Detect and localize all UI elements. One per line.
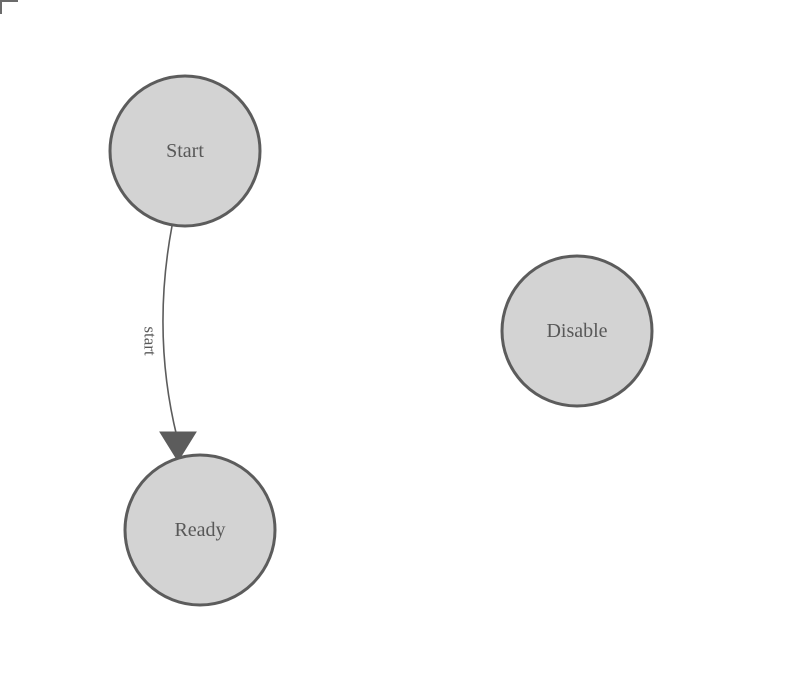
node-ready-circle[interactable] — [123, 453, 277, 607]
edge-start-to-ready[interactable]: start — [141, 225, 197, 462]
node-start[interactable]: Start — [108, 74, 262, 228]
node-ready-label: Ready — [174, 519, 225, 541]
edge-label-group: start — [141, 326, 160, 356]
edge-label-start: start — [141, 326, 160, 356]
edge-arrowhead-icon — [159, 431, 197, 462]
node-disable-label: Disable — [546, 320, 607, 342]
node-start-circle[interactable] — [108, 74, 262, 228]
node-ready[interactable]: Ready — [123, 453, 277, 607]
node-start-label: Start — [166, 140, 204, 162]
node-disable[interactable]: Disable — [500, 254, 654, 408]
selection-corner-bracket-icon — [0, 0, 18, 14]
node-disable-circle[interactable] — [500, 254, 654, 408]
edge-line[interactable] — [162, 225, 178, 438]
